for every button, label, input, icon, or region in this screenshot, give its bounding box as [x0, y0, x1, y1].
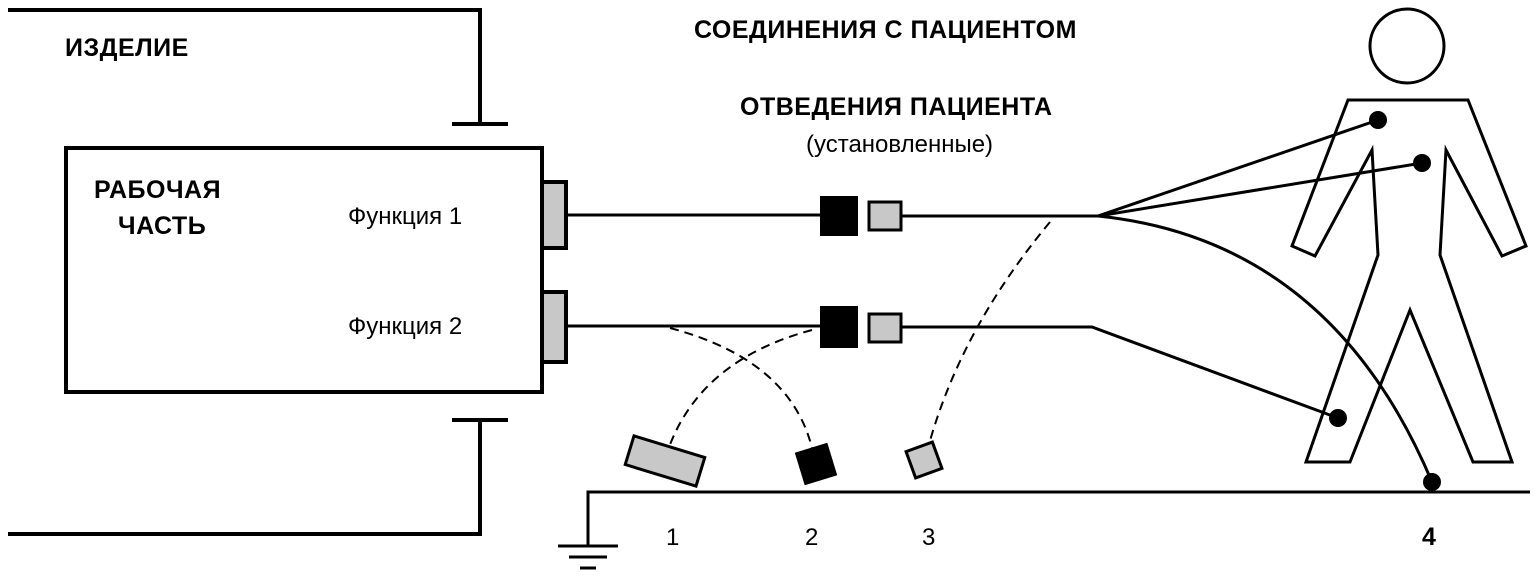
patient-figure-icon: [1290, 7, 1528, 464]
earth-ground-icon: [558, 544, 618, 570]
ground-marker-2: 2: [805, 524, 818, 551]
patient-lead-wires: [901, 118, 1434, 483]
patient-leads-subtitle: (установленные): [806, 131, 993, 158]
lead2-socket: [867, 312, 903, 344]
ground-contact-electrode: [1423, 473, 1441, 491]
applied-part-label-line2: ЧАСТЬ: [118, 212, 206, 240]
loose-connector-2: [794, 442, 838, 486]
ground-marker-1: 1: [666, 524, 679, 551]
device-enclosure: [8, 8, 508, 536]
earth-line: [586, 490, 1530, 545]
unplugged-lead-wires: [667, 221, 1051, 451]
lead1-socket: [867, 200, 903, 232]
ground-marker-3: 3: [922, 524, 935, 551]
applied-part-box: [64, 146, 544, 394]
loose-connector-1: [623, 433, 707, 489]
chest-electrode-1: [1369, 111, 1387, 129]
chest-electrode-2: [1413, 154, 1431, 172]
ground-marker-4: 4: [1422, 523, 1436, 551]
function1-label: Функция 1: [348, 203, 462, 230]
leg-electrode: [1329, 409, 1347, 427]
function1-connector: [540, 180, 568, 250]
applied-part-label-line1: РАБОЧАЯ: [94, 176, 221, 204]
patient-connections-title: СОЕДИНЕНИЯ С ПАЦИЕНТОМ: [694, 16, 1077, 44]
loose-connector-3: [904, 440, 944, 480]
patient-leads-title: ОТВЕДЕНИЯ ПАЦИЕНТА: [740, 93, 1053, 121]
function2-label: Функция 2: [348, 313, 462, 340]
lead1-plug: [820, 196, 858, 236]
function2-connector: [540, 290, 568, 364]
device-label: ИЗДЕЛИЕ: [65, 34, 189, 62]
lead2-plug: [820, 306, 858, 348]
